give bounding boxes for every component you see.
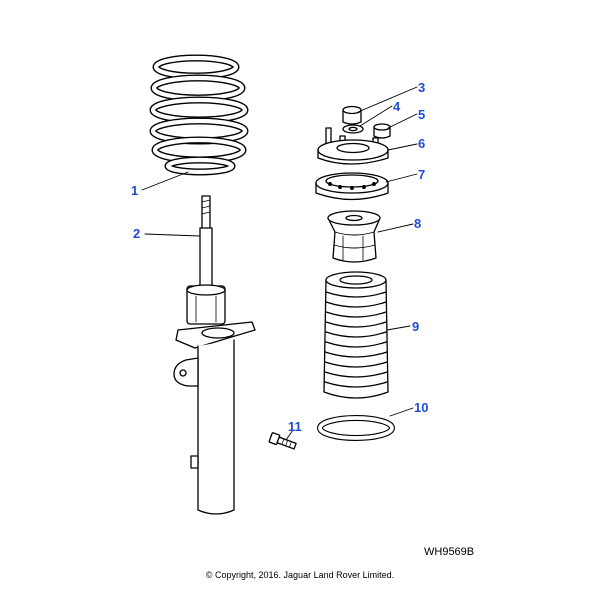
- callout-1: 1: [131, 183, 139, 198]
- coil-spring: [149, 54, 249, 176]
- callout-3: 3: [418, 80, 426, 95]
- callout-11: 11: [288, 419, 302, 434]
- dust-boot: [323, 271, 389, 399]
- mount-nut: [373, 123, 391, 139]
- callout-6: 6: [418, 136, 426, 151]
- shock-absorber-strut: [173, 195, 256, 515]
- callout-7: 7: [418, 167, 426, 182]
- copyright-notice: © Copyright, 2016. Jaguar Land Rover Lim…: [205, 570, 395, 580]
- top-mount: [317, 127, 389, 165]
- bolt: [268, 432, 297, 450]
- callout-5: 5: [418, 107, 426, 122]
- callout-8: 8: [414, 216, 422, 231]
- callout-2: 2: [133, 226, 141, 241]
- callout-4: 4: [393, 99, 401, 114]
- bump-stop: [327, 210, 381, 263]
- callout-10: 10: [414, 400, 429, 415]
- leader-lines: [141, 86, 418, 441]
- washer: [342, 124, 364, 134]
- bearing: [315, 172, 389, 201]
- top-nut: [342, 105, 362, 125]
- spring-seat: [317, 415, 395, 441]
- drawing-code: WH9569B: [424, 546, 475, 558]
- callout-9: 9: [412, 319, 420, 334]
